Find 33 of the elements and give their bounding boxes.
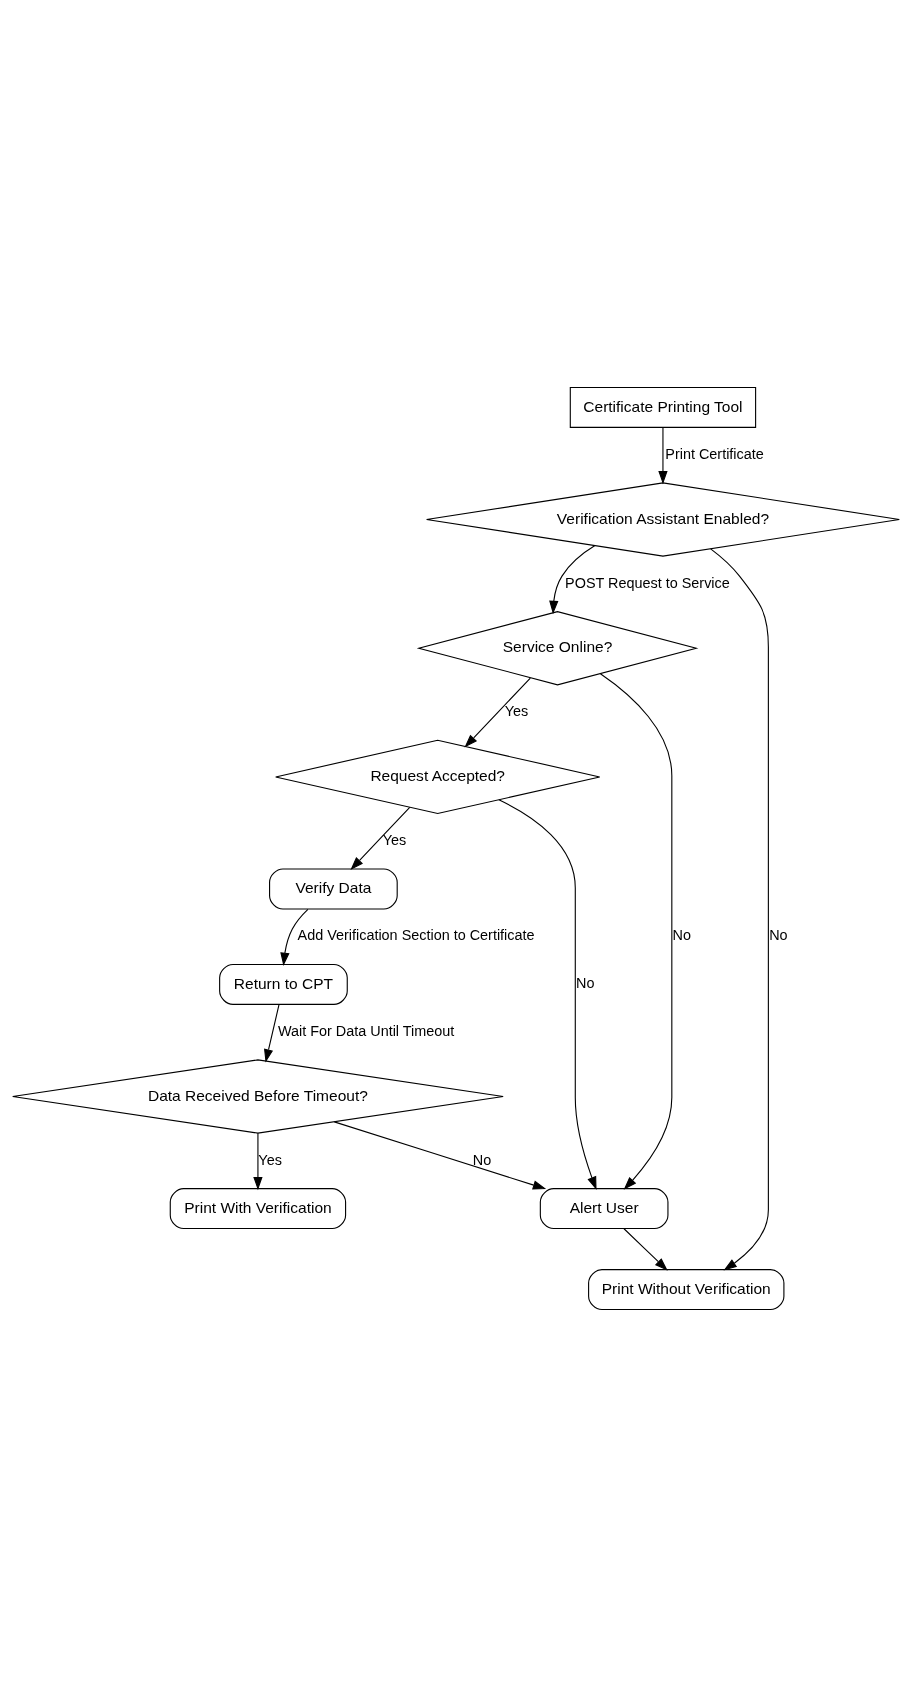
edge-label: No (472, 1151, 492, 1168)
node-diamond: Data Received Before Timeout? (12, 1059, 504, 1134)
arrow (498, 799, 597, 1190)
arrow (623, 1228, 668, 1271)
arrow (710, 548, 769, 1271)
edge-label: No (769, 927, 788, 944)
edge-label: No (576, 975, 595, 992)
node-diamond: Request Accepted? (275, 739, 601, 815)
arrow (333, 1121, 547, 1190)
node-box: Return to CPT (219, 963, 348, 1005)
edge-label: Yes (382, 832, 407, 849)
arrow (350, 806, 411, 870)
edge-label: Print Certificate (665, 445, 764, 462)
node-diamond: Verification Assistant Enabled? (426, 482, 900, 557)
arrow (264, 1004, 280, 1063)
arrow (599, 673, 673, 1190)
node-box: Print With Verification (169, 1188, 347, 1230)
node-box: Alert User (539, 1188, 669, 1230)
node-box: Print Without Verification (588, 1269, 785, 1311)
edge-label: Wait For Data Until Timeout (277, 1022, 455, 1039)
arrow (549, 545, 596, 615)
edge-label: Yes (504, 703, 529, 720)
arrow (658, 427, 668, 485)
edge-label: No (672, 927, 692, 944)
arrow (464, 677, 531, 748)
edge-label: Yes (258, 1151, 282, 1168)
edge-label: POST Request to Service (565, 574, 730, 591)
node-diamond: Service Online? (416, 611, 699, 686)
arrow (253, 1132, 263, 1191)
node-box: Certificate Printing Tool (569, 386, 757, 428)
arrow (280, 908, 309, 966)
edge-label: Add Verification Section to Certificate (297, 927, 535, 944)
node-box: Verify Data (269, 868, 398, 910)
